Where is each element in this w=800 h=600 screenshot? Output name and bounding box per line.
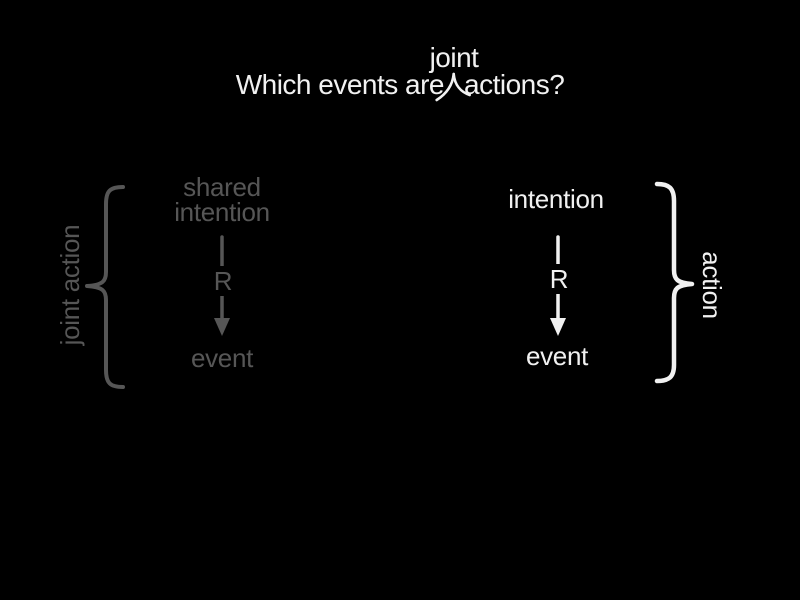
right-top-label: intention xyxy=(508,184,604,214)
left-bottom-label: event xyxy=(190,343,254,373)
insertion-caret-icon xyxy=(435,72,472,102)
left-brace-icon xyxy=(85,185,125,389)
left-top-label-line1: shared xyxy=(183,172,261,202)
left-relation-label: R xyxy=(203,266,243,296)
slide-title: Which events are joint actions? xyxy=(235,44,565,102)
left-brace-label: joint action xyxy=(55,224,85,346)
title-prefix: Which events are xyxy=(235,69,445,100)
inserted-word: joint xyxy=(429,42,479,73)
right-brace-label: action xyxy=(697,251,727,319)
left-top-label-line2: intention xyxy=(174,197,270,227)
right-bottom-label: event xyxy=(525,341,589,371)
title-suffix: actions? xyxy=(464,69,565,100)
right-brace-icon xyxy=(654,181,695,384)
left-top-label: shared intention xyxy=(142,172,302,227)
insertion-point: joint xyxy=(430,44,479,102)
right-relation-label: R xyxy=(539,264,579,294)
